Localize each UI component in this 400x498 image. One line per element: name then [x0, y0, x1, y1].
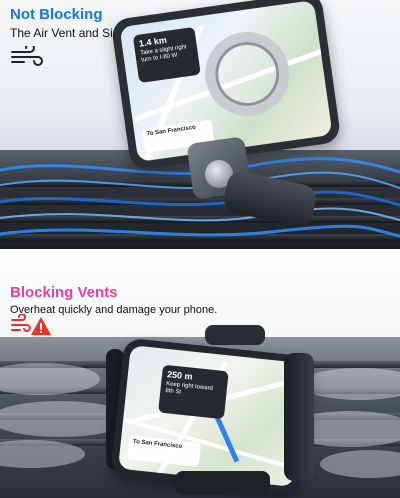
blocking-vents-subtitle: Overheat quickly and damage your phone.	[10, 304, 218, 316]
holder-top-arm	[205, 325, 265, 345]
blocking-vents-title: Blocking Vents	[10, 284, 118, 301]
not-blocking-title: Not Blocking	[10, 6, 103, 23]
warning-icon	[31, 317, 51, 335]
vent-slat	[0, 198, 400, 205]
phone-screen-map: 250 m Keep right toward 8th St To San Fr…	[118, 345, 306, 487]
not-blocking-panel: Not Blocking The Air Vent and Sightline …	[0, 0, 400, 249]
wind-icon	[11, 46, 43, 66]
heat-wave-icon	[11, 314, 31, 332]
navigation-instruction-card: 1.4 km Take a slight right turn to I-80 …	[132, 26, 201, 84]
heat-warning-icons	[11, 314, 51, 335]
magnetic-ring	[199, 26, 295, 122]
holder-right-grip	[284, 353, 314, 481]
vent-slat	[0, 234, 400, 241]
holder-bottom-base	[175, 471, 270, 495]
navigation-instruction-card: 250 m Keep right toward 8th St	[158, 364, 229, 420]
blocking-vents-panel: Blocking Vents Overheat quickly and dama…	[0, 249, 400, 498]
